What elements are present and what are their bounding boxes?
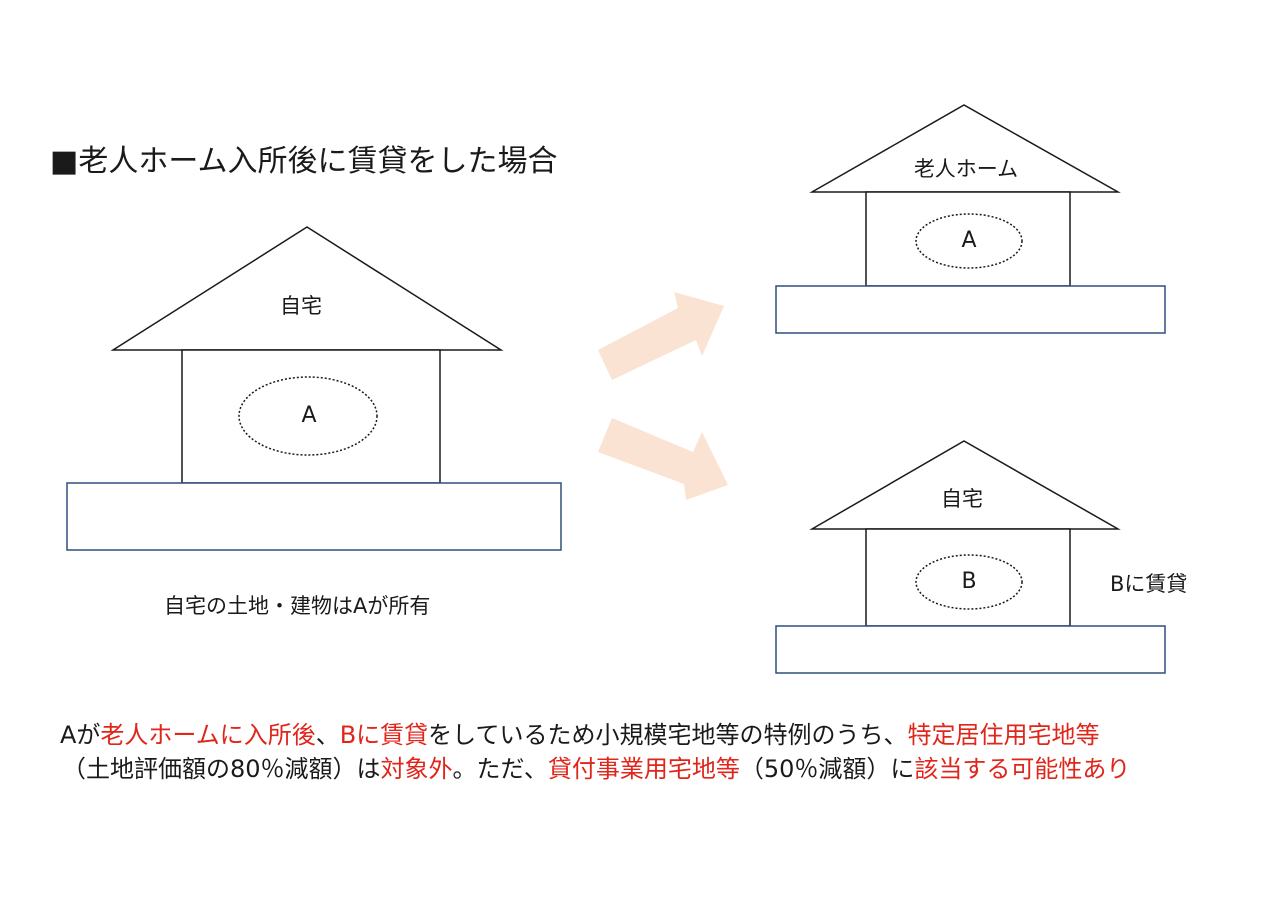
top-right-house-roof-label: 老人ホーム — [913, 157, 1019, 181]
explanation-line-2-segment: 貸付事業用宅地等 — [547, 755, 740, 783]
explanation-line-1-segment: 老人ホームに入所後 — [100, 721, 316, 749]
left-house-owner-ellipse — [238, 376, 378, 456]
explanation-line-1-segment: Bに賃貸 — [339, 721, 429, 749]
left-house — [66, 226, 562, 551]
explanation-line-2: （土地評価額の80％減額）は対象外。ただ、貸付事業用宅地等（50％減額）に該当す… — [62, 752, 1262, 786]
explanation-line-1: Aが老人ホームに入所後、Bに賃貸をしているため小規模宅地等の特例のうち、特定居住… — [60, 718, 1260, 752]
bottom-right-house-roof-label: 自宅 — [941, 487, 983, 511]
left-house-roof-label: 自宅 — [280, 294, 322, 318]
arrow-up-right — [598, 292, 724, 380]
explanation-line-2-segment: 該当する可能性あり — [914, 755, 1131, 783]
explanation-line-2-segment: 。ただ、 — [452, 755, 548, 783]
explanation-line-2-segment: 対象外 — [380, 755, 453, 783]
rent-note: Bに賃貸 — [1110, 572, 1188, 596]
explanation-line-1-segment: 特定居住用宅地等 — [907, 721, 1100, 749]
top-right-house-land — [775, 285, 1166, 334]
bottom-right-house — [775, 440, 1166, 674]
bottom-right-house-land — [775, 625, 1166, 674]
arrow-down-right — [598, 418, 728, 500]
page-title: ■老人ホーム入所後に賃貸をした場合 — [50, 144, 558, 179]
explanation-line-1-segment: Aが — [60, 721, 101, 749]
left-house-land — [66, 482, 562, 551]
top-right-house-body — [865, 191, 1071, 287]
explanation-line-2-segment: （土地評価額の80％減額）は — [62, 755, 381, 783]
bottom-right-house-body — [865, 528, 1071, 627]
left-house-body — [181, 349, 441, 484]
explanation-line-1-segment: 、 — [315, 721, 340, 749]
bottom-right-house-owner-label: B — [961, 569, 977, 594]
left-house-roof — [110, 226, 504, 351]
bottom-right-house-owner-ellipse — [915, 554, 1023, 610]
left-house-caption: 自宅の土地・建物はAが所有 — [164, 594, 431, 618]
top-right-house-owner-ellipse — [915, 213, 1023, 269]
left-house-owner-label: A — [301, 403, 317, 428]
explanation-line-1-segment: をしているため小規模宅地等の特例のうち、 — [428, 721, 908, 749]
explanation-line-2-segment: （50％減額）に — [739, 755, 915, 783]
top-right-house-owner-label: A — [961, 228, 977, 253]
top-right-house — [775, 104, 1166, 334]
